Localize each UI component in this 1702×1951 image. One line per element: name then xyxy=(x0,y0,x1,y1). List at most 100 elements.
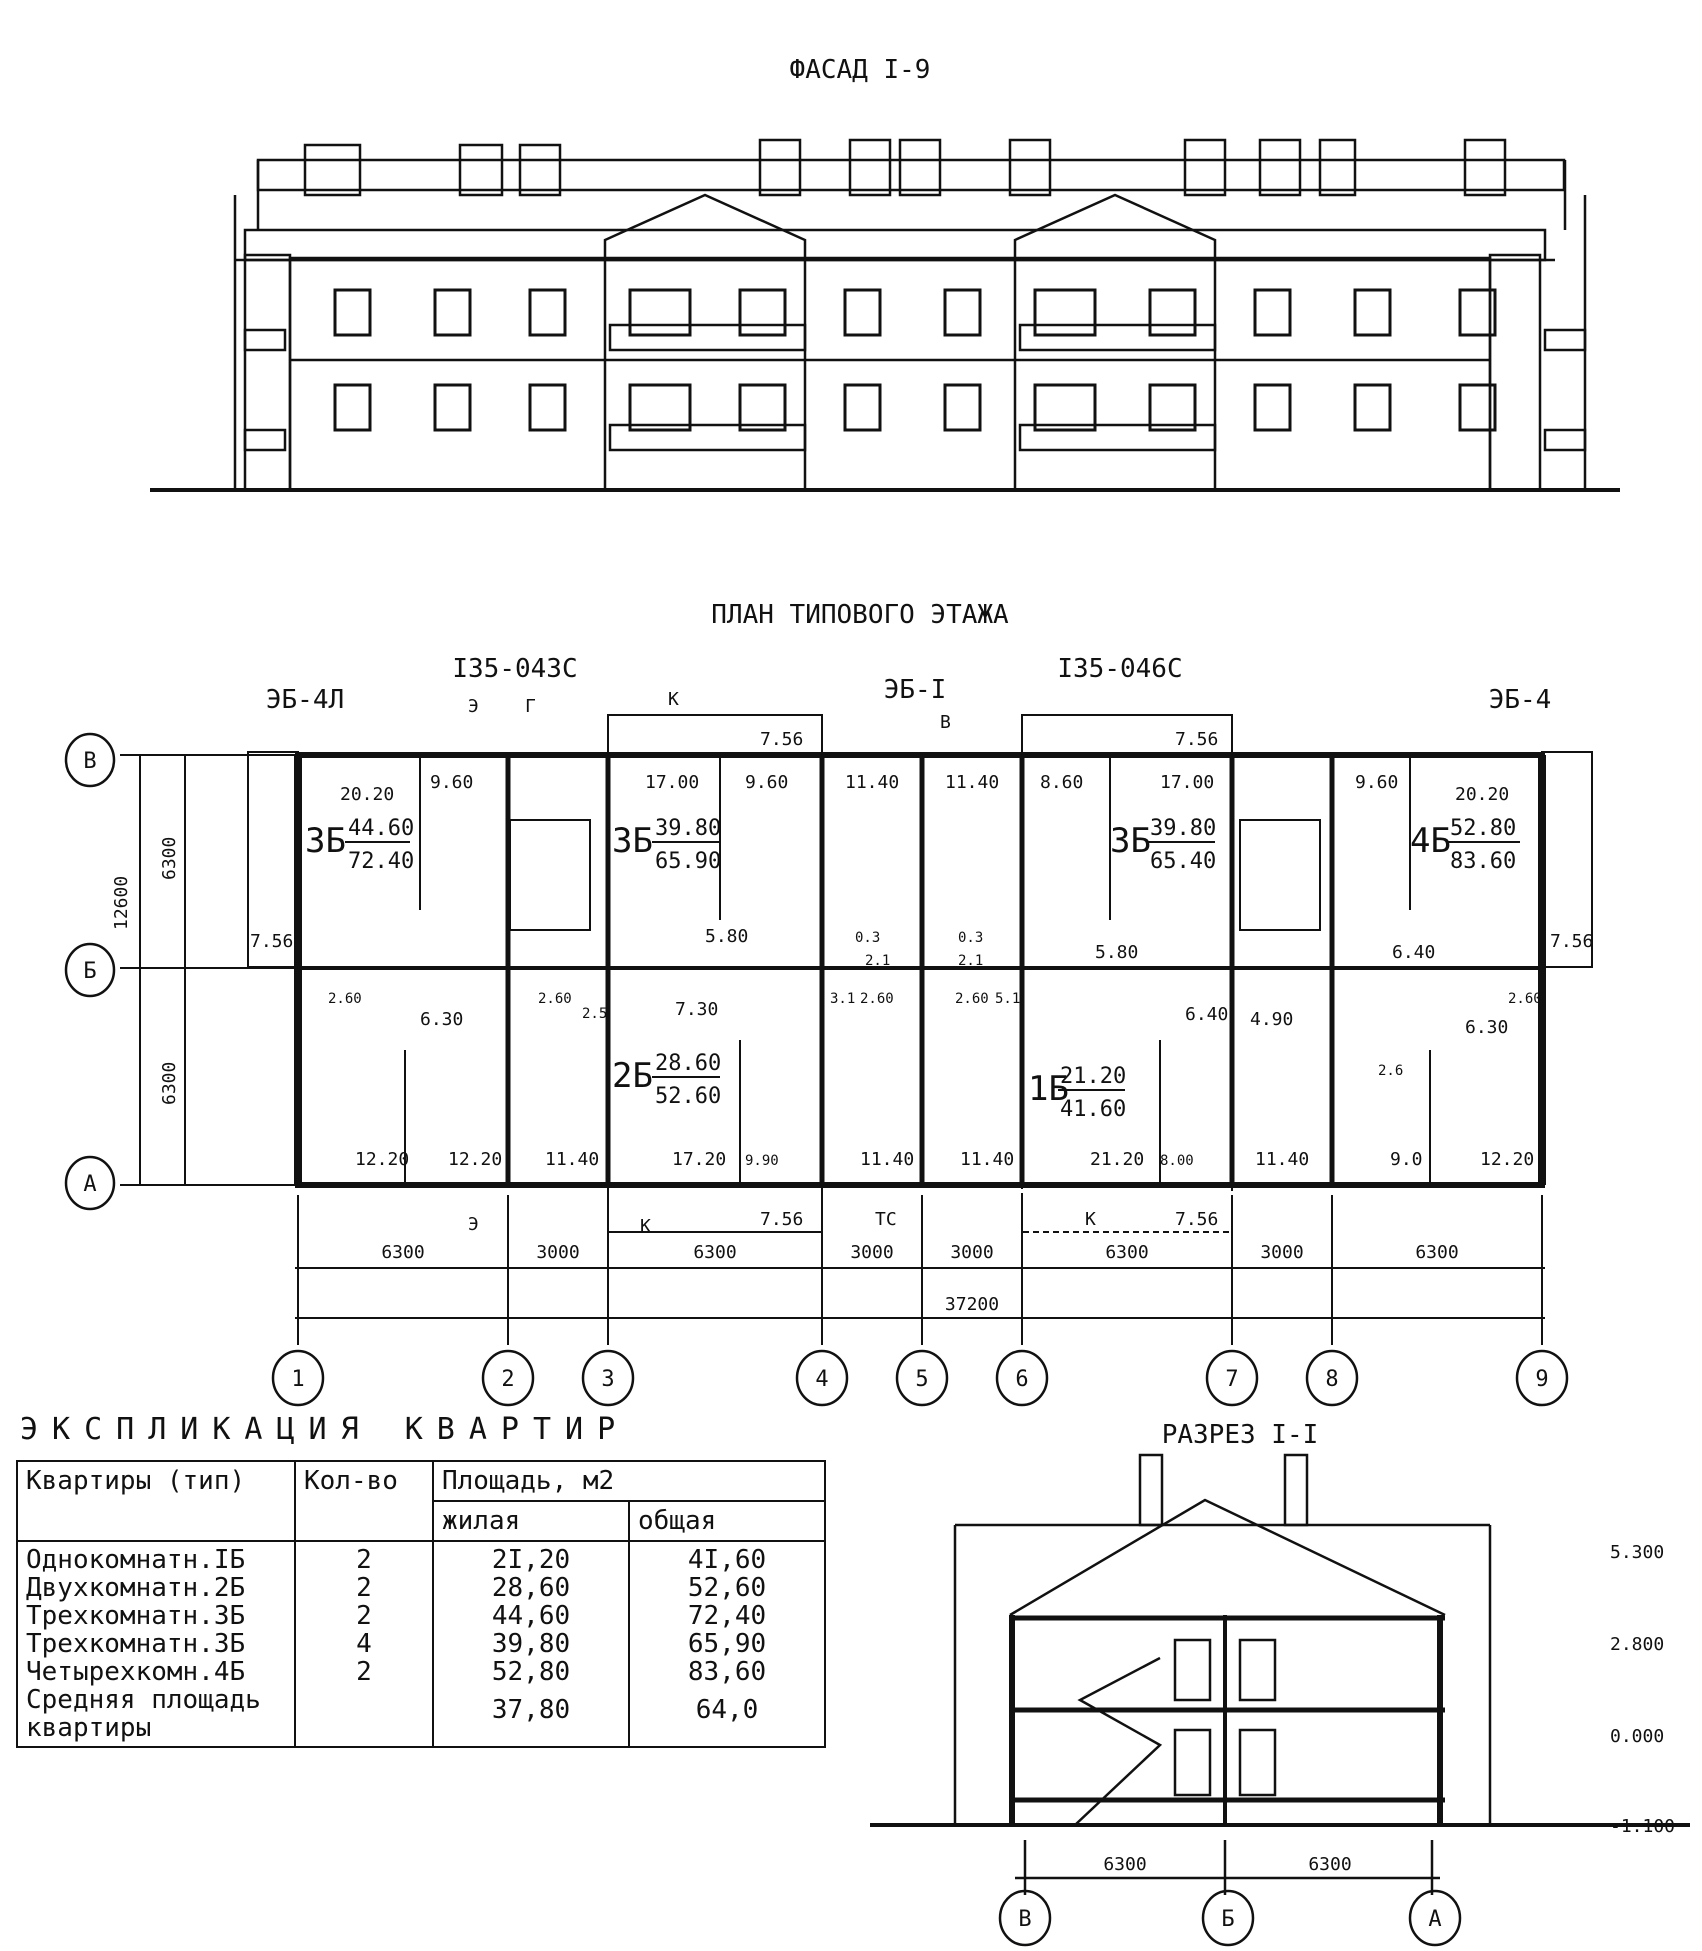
apartment-total: 41.60 xyxy=(1060,1097,1126,1122)
bay-dim: 3000 xyxy=(950,1242,993,1263)
block-label-right: ЭБ-4 xyxy=(1489,685,1552,715)
apartment-type: 3Б xyxy=(1110,821,1151,861)
room-area: 2.60 xyxy=(1508,991,1542,1007)
row-type: Двухкомнатн.2Б xyxy=(26,1573,246,1603)
room-area: 6.30 xyxy=(420,1009,463,1030)
level-label: 2.800 xyxy=(1610,1634,1664,1655)
room-area: 5.80 xyxy=(705,926,748,947)
axis-label: В xyxy=(1018,1907,1031,1932)
room-area: 11.40 xyxy=(945,772,999,793)
marker-label: Э xyxy=(468,1214,479,1235)
marker-label: К xyxy=(1085,1209,1096,1230)
room-area: 11.40 xyxy=(960,1149,1014,1170)
section-markers: Э Г К В Э ТС К К xyxy=(468,689,1096,1237)
apartment-total: 72.40 xyxy=(348,849,414,874)
bay-dim: 6300 xyxy=(381,1242,424,1263)
apartment-type: 3Б xyxy=(305,821,346,861)
table-row: Однокомнатн.IБ Двухкомнатн.2Б Трехкомнат… xyxy=(16,1540,826,1748)
room-area: 7.56 xyxy=(1175,729,1218,750)
row-living: 2I,20 xyxy=(491,1545,571,1575)
apartment-total: 83.60 xyxy=(1450,849,1516,874)
room-area: 7.56 xyxy=(1175,1209,1218,1230)
room-area: 8.00 xyxy=(1160,1153,1194,1169)
apartment-living: 28.60 xyxy=(655,1051,721,1076)
level-label: 0.000 xyxy=(1610,1726,1664,1747)
room-area: 6.40 xyxy=(1185,1004,1228,1025)
axis-label: 9 xyxy=(1535,1367,1548,1392)
header-count: Кол-во xyxy=(294,1460,434,1542)
bay-dim: 6300 xyxy=(1105,1242,1148,1263)
room-area: 12.20 xyxy=(355,1149,409,1170)
axis-bubble xyxy=(998,1889,1052,1947)
row-count: 2 xyxy=(356,1573,372,1603)
axis-label: Б xyxy=(1221,1907,1234,1932)
dim-depth: 6300 xyxy=(159,1062,180,1105)
dim-depth: 6300 xyxy=(159,837,180,880)
room-area: 7.56 xyxy=(760,729,803,750)
marker-label: Г xyxy=(525,696,536,717)
apartment-total: 52.60 xyxy=(655,1084,721,1109)
average-total: 64,0 xyxy=(695,1695,759,1725)
axis-bubble xyxy=(895,1349,949,1407)
room-area: 7.56 xyxy=(250,931,293,952)
axis-bubble xyxy=(64,1155,116,1211)
room-area: 7.56 xyxy=(760,1209,803,1230)
axis-bubble xyxy=(64,732,116,788)
room-area: 0.3 xyxy=(855,930,880,946)
room-area: 20.20 xyxy=(1455,784,1509,805)
level-label: -1.100 xyxy=(1610,1816,1675,1837)
average-living: 37,80 xyxy=(491,1695,571,1725)
room-area: 11.40 xyxy=(545,1149,599,1170)
axis-bubble xyxy=(581,1349,635,1407)
bay-dim: 3000 xyxy=(1260,1242,1303,1263)
room-area: 2.6 xyxy=(1378,1063,1403,1079)
column-axis-markers xyxy=(271,1349,1569,1407)
row-total: 83,60 xyxy=(687,1657,767,1687)
explication-title: ЭКСПЛИКАЦИЯ КВАРТИР xyxy=(20,1412,630,1447)
room-area: 2.60 xyxy=(328,991,362,1007)
row-living: 52,80 xyxy=(491,1657,571,1687)
row-count: 2 xyxy=(356,1601,372,1631)
apartment-living: 21.20 xyxy=(1060,1064,1126,1089)
room-area: 9.60 xyxy=(745,772,788,793)
row-living: 39,80 xyxy=(491,1629,571,1659)
marker-label: Э xyxy=(468,696,479,717)
room-area: 7.30 xyxy=(675,999,718,1020)
level-label: 5.300 xyxy=(1610,1542,1664,1563)
axis-bubble xyxy=(481,1349,535,1407)
axis-bubble xyxy=(795,1349,849,1407)
axis-label: 4 xyxy=(815,1367,828,1392)
facade-title: ФАСАД I-9 xyxy=(790,55,931,85)
apartment-total: 65.90 xyxy=(655,849,721,874)
room-area: 21.20 xyxy=(1090,1149,1144,1170)
facade-elevation xyxy=(150,138,1620,492)
room-area: 4.90 xyxy=(1250,1009,1293,1030)
row-total: 52,60 xyxy=(687,1573,767,1603)
explication-table: Квартиры (тип) Кол-во Площадь, м2 жилая … xyxy=(16,1460,826,1748)
block-label-mid: ЭБ-I xyxy=(884,675,947,705)
axis-bubble xyxy=(1205,1349,1259,1407)
room-area: 11.40 xyxy=(845,772,899,793)
room-area: 0.3 xyxy=(958,930,983,946)
axis-label: 3 xyxy=(601,1367,614,1392)
marker-label: В xyxy=(940,712,951,733)
axis-bubble xyxy=(1408,1889,1462,1947)
level-marks: 5.300 2.800 0.000 -1.100 xyxy=(1610,1542,1675,1837)
bay-dim: 3000 xyxy=(850,1242,893,1263)
plan-title: ПЛАН ТИПОВОГО ЭТАЖА xyxy=(711,600,1009,630)
axis-label: Б xyxy=(83,959,96,984)
room-area: 11.40 xyxy=(860,1149,914,1170)
block-label-left: ЭБ-4Л xyxy=(266,685,344,715)
room-area: 7.56 xyxy=(1550,931,1593,952)
section-ref-1: I35-043С xyxy=(452,654,577,684)
section-dim: 6300 xyxy=(1103,1854,1146,1875)
room-area: 20.20 xyxy=(340,784,394,805)
room-area: 6.30 xyxy=(1465,1017,1508,1038)
header-living: жилая xyxy=(432,1500,630,1542)
room-area: 11.40 xyxy=(1255,1149,1309,1170)
total-length-dim: 37200 xyxy=(945,1294,999,1315)
room-area: 2.1 xyxy=(865,953,890,969)
row-count: 2 xyxy=(356,1657,372,1687)
apartment-type: 2Б xyxy=(612,1056,653,1096)
